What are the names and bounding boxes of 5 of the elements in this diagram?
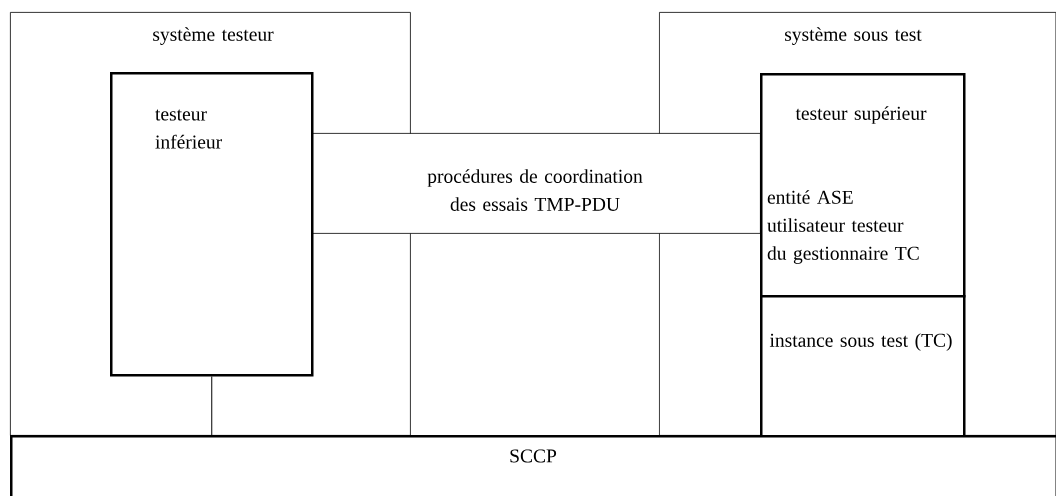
instance-box: instance sous test (TC) bbox=[760, 295, 966, 438]
connector-line bbox=[211, 376, 213, 436]
band-box: procédures de coordination des essais TMP-PDU bbox=[311, 133, 761, 234]
tester-box: testeur supérieur entité ASE utilisateur testeur du gestionnaire TC bbox=[760, 73, 966, 298]
tester-box: testeur inférieur bbox=[110, 72, 314, 377]
